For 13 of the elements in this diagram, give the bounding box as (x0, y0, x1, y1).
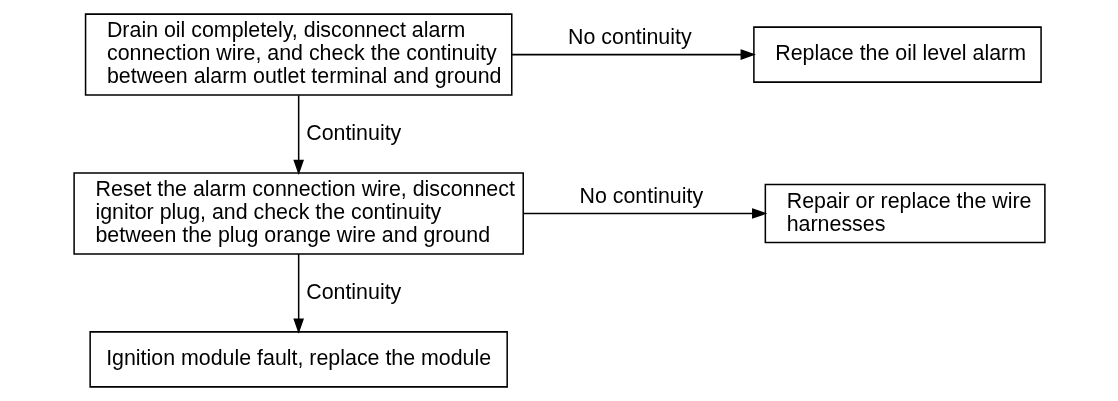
arrow (292, 94, 304, 175)
arrow (522, 208, 767, 219)
node-box: Reset the alarm connection wire, disconnect ignitor plug, and check the continuity between the plug orange wire and ground (72, 172, 524, 255)
edge-label: Continuity (305, 120, 401, 145)
node-box: Ignition module fault, replace the module (88, 331, 508, 388)
edge-label: No continuity (567, 25, 692, 50)
edge-label: No continuity (579, 184, 703, 209)
arrow (292, 253, 304, 334)
node-box: Repair or replace the wire harnesses (764, 183, 1046, 244)
edge-label: Continuity (305, 279, 401, 304)
node-box: Replace the oil level alarm (752, 26, 1042, 83)
node-box: Drain oil completely, disconnect alarm connection wire, and check the continuity between alarm outlet terminal and ground (84, 13, 513, 96)
arrow (510, 49, 756, 60)
